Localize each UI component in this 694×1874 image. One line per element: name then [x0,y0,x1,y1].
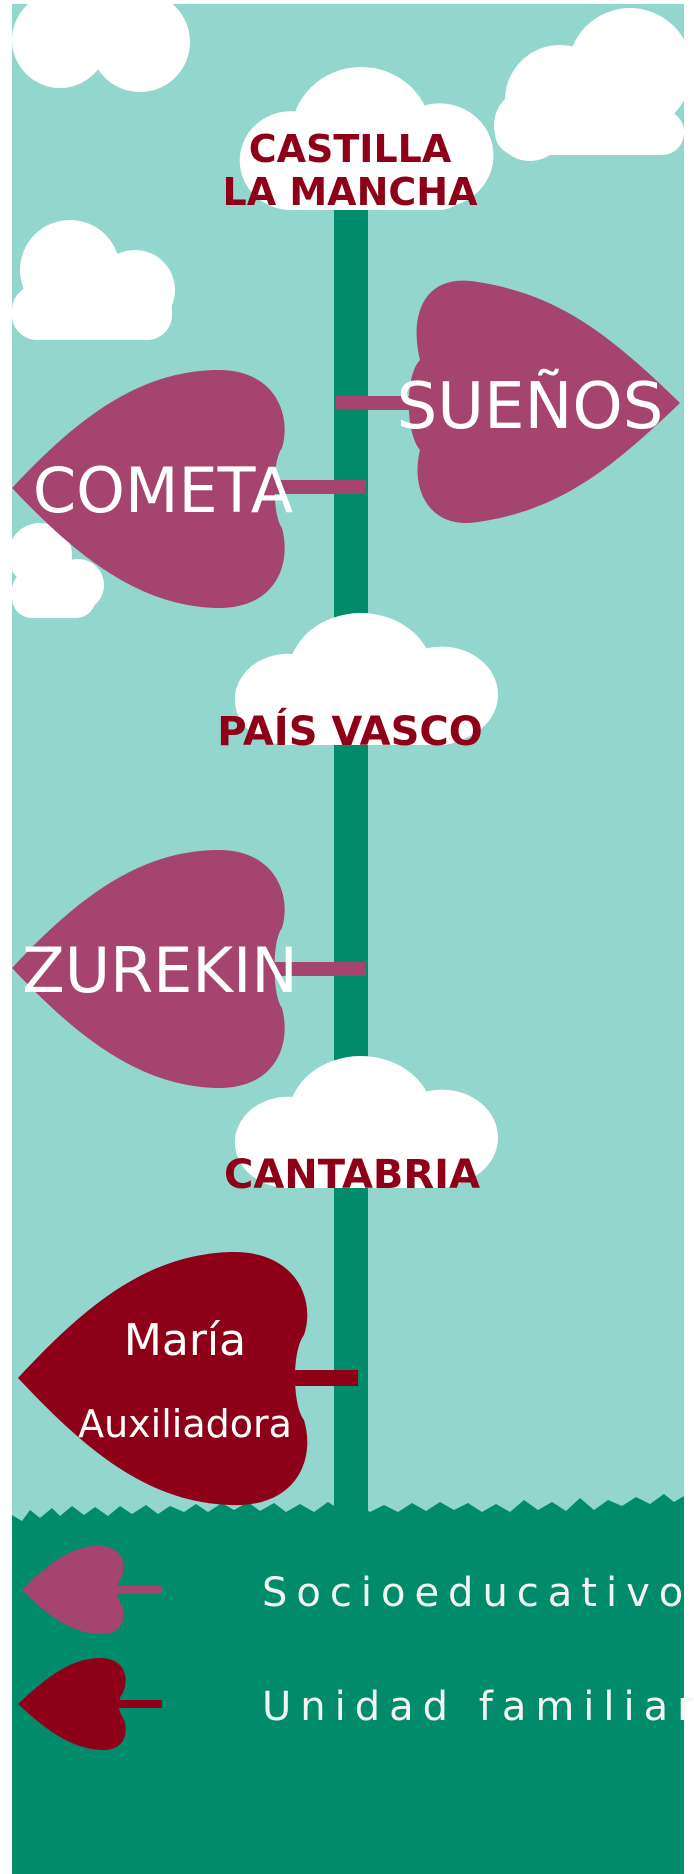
leaf-stalk-zurekin [262,962,366,976]
legend-label-unidad-familiar: Unidad familiar [262,1684,694,1730]
leaf-label-maria: María [124,1315,246,1366]
grass-area [12,1494,684,1874]
legend-stalk-familia [100,1700,162,1708]
heart-leaf-icon [12,369,285,609]
region-label-pais-vasco: PAÍS VASCO [217,707,483,755]
leaf-label-suenos: SUEÑOS [397,369,664,444]
leaf-label-zurekin: ZUREKIN [22,934,297,1007]
heart-leaf-icon [408,280,680,524]
cloud-icon [494,8,692,161]
heart-leaf-icon [18,1658,126,1751]
cloud-icon [8,523,104,618]
legend-item-unidad-familiar: Unidad familiar [18,1658,694,1751]
heart-leaf-icon [22,1546,124,1635]
region-label-cantabria: CANTABRIA [224,1152,480,1198]
heart-leaf-icon [18,1251,308,1506]
stem [334,210,368,1528]
region-label-castilla: CASTILLA [249,127,452,171]
leaf-label-cometa: COMETA [33,454,293,527]
leaf-label-auxiliadora: Auxiliadora [78,1402,292,1446]
heart-leaf-icon [12,849,285,1089]
legend-stalk-socio [100,1586,162,1594]
cloud-icon [12,220,175,340]
cloud-icon [12,0,190,92]
region-label-castilla-2: LA MANCHA [223,170,479,214]
legend-label-socioeducativos: Socioeducativos [262,1570,694,1616]
leaf-stalk-cometa [262,480,366,494]
legend-item-socioeducativos: Socioeducativos [22,1546,694,1635]
